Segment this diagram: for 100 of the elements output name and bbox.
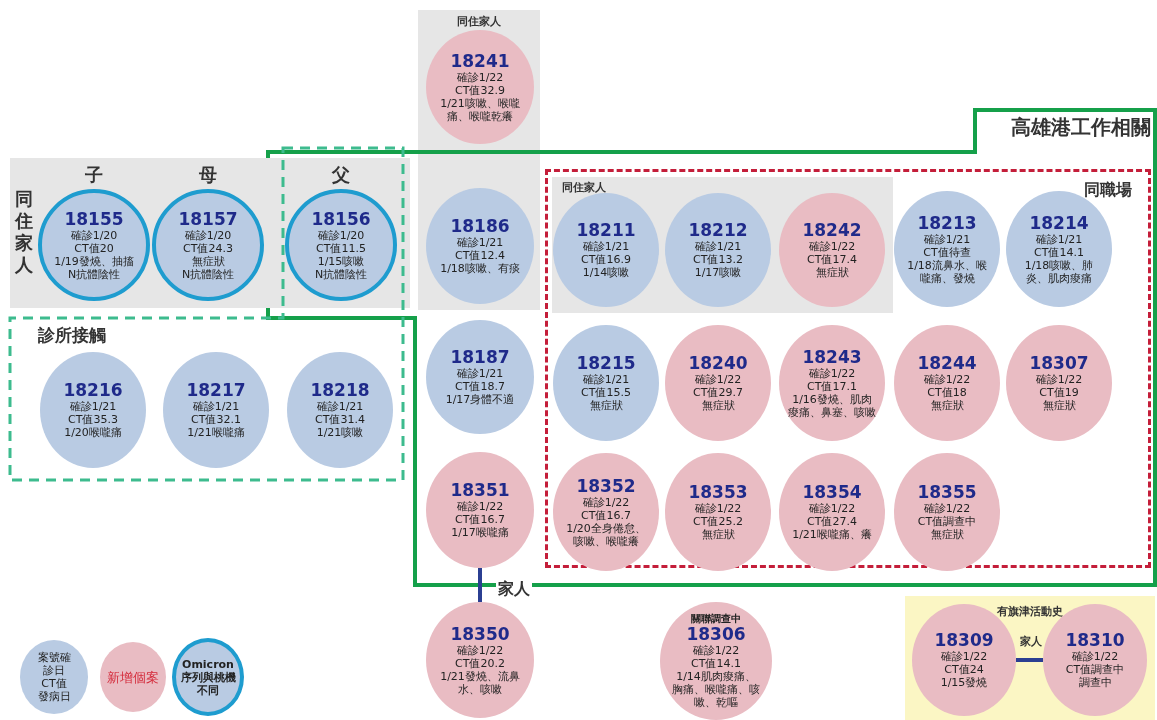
- case-detail: 1/18咳嗽、有痰: [440, 262, 520, 275]
- case-number: 18306: [686, 625, 746, 644]
- case-detail: 1/18流鼻水、喉嚨痛、發燒: [906, 258, 988, 285]
- case-number: 18309: [934, 631, 994, 650]
- group-title: 同住家人: [456, 14, 502, 29]
- case-detail: CT值24: [944, 663, 984, 676]
- case-detail: CT值27.4: [807, 515, 857, 528]
- case-number: 18186: [450, 217, 510, 236]
- case-detail: CT值31.4: [315, 413, 365, 426]
- case-number: 18243: [802, 347, 862, 367]
- legend-text: Omicron 序列與桃機不同: [179, 657, 237, 697]
- case-detail: 確診1/21: [69, 400, 117, 413]
- case-detail: 1/20全身倦怠、咳嗽、喉嚨癢: [565, 521, 647, 548]
- case-detail: 確診1/22: [582, 495, 630, 509]
- case-number: 18216: [63, 381, 123, 400]
- case-detail: 確診1/22: [456, 500, 504, 513]
- case-detail: 無症狀: [1042, 399, 1076, 412]
- case-detail: 確診1/21: [694, 240, 742, 253]
- case-detail: 確診1/22: [694, 502, 742, 515]
- group-title: 有旗津活動史: [996, 604, 1064, 619]
- case-detail: 1/21發燒、流鼻水、咳嗽: [439, 669, 521, 696]
- case-detail: 確診1/20: [317, 228, 365, 242]
- case-detail: 1/15咳嗽: [317, 254, 365, 268]
- case-detail: CT值18.7: [455, 380, 505, 393]
- case-number: 18155: [64, 209, 124, 229]
- case-detail: 確診1/22: [456, 70, 504, 84]
- case-detail: 確診1/22: [456, 643, 504, 657]
- case-detail: CT值調查中: [1065, 663, 1125, 676]
- case-detail: 確診1/22: [923, 373, 971, 386]
- case-detail: CT值25.2: [693, 515, 743, 528]
- case-number: 18212: [688, 221, 748, 240]
- case-detail: CT值20: [74, 241, 114, 255]
- case-detail: 確診1/21: [1035, 232, 1083, 246]
- case-detail: 1/21咳嗽、喉嚨痛、喉嚨乾癢: [439, 96, 521, 123]
- case-number: 18242: [802, 221, 862, 240]
- case-detail: N抗體陰性: [181, 267, 235, 281]
- connector-line: [1016, 658, 1043, 662]
- case-number: 18350: [450, 624, 510, 644]
- case-detail: 確診1/22: [1071, 650, 1119, 663]
- case-detail: CT值14.1: [1034, 245, 1084, 259]
- case-detail: 無症狀: [930, 399, 964, 412]
- case-number: 18352: [576, 476, 636, 496]
- case-detail: CT值16.7: [581, 508, 631, 522]
- connector-line: [478, 568, 482, 602]
- case-number: 18156: [311, 209, 371, 229]
- case-detail: 確診1/20: [70, 228, 118, 242]
- case-detail: N抗體陰性: [314, 267, 368, 281]
- case-detail: 確診1/22: [808, 240, 856, 253]
- case-number: 18353: [688, 483, 748, 502]
- case-detail: 確診1/22: [808, 502, 856, 515]
- case-number: 18211: [576, 221, 636, 240]
- case-detail: 確診1/21: [456, 367, 504, 380]
- case-detail: 確診1/22: [923, 502, 971, 515]
- case-detail: 1/21咳嗽: [316, 426, 364, 439]
- case-detail: 確診1/22: [1035, 373, 1083, 386]
- case-number: 18355: [917, 483, 977, 502]
- role-label: 父: [331, 163, 351, 187]
- case-number: 18215: [576, 354, 636, 373]
- case-detail: 確診1/21: [582, 373, 630, 386]
- case-detail: 1/18咳嗽、肺炎、肌肉痠痛: [1023, 258, 1095, 285]
- case-detail: CT值15.5: [581, 386, 631, 399]
- case-detail: 無症狀: [930, 528, 964, 541]
- case-detail: CT值20.2: [455, 656, 505, 670]
- case-detail: CT值12.4: [455, 249, 505, 262]
- edge-label: 家人: [1017, 634, 1044, 649]
- case-detail: 確診1/22: [808, 366, 856, 380]
- case-detail: CT值16.9: [581, 253, 631, 266]
- group-title: 同住家人: [14, 188, 34, 276]
- case-detail: CT值18: [927, 386, 967, 399]
- group-band: [552, 177, 893, 313]
- case-detail: 1/20喉嚨痛: [64, 426, 122, 439]
- group-frame: [545, 169, 1151, 568]
- case-number: 18187: [450, 348, 510, 367]
- case-number: 18217: [186, 381, 246, 400]
- case-detail: CT值32.9: [455, 83, 505, 97]
- case-detail: CT值13.2: [693, 253, 743, 266]
- case-detail: 確診1/21: [923, 232, 971, 246]
- edge-label: 家人: [496, 579, 532, 600]
- group-title: 同職場: [1084, 180, 1133, 201]
- case-number: 18218: [310, 381, 370, 400]
- role-label: 母: [198, 163, 218, 187]
- case-detail: CT值11.5: [316, 241, 366, 255]
- case-detail: CT值35.3: [68, 413, 118, 426]
- legend-text: 案號確診日CT值發病日: [37, 651, 71, 703]
- case-heading: 關聯調查中: [691, 613, 741, 625]
- case-detail: CT值調查中: [917, 515, 977, 528]
- case-detail: 1/21喉嚨痛、癢: [792, 528, 872, 541]
- case-detail: CT值17.4: [807, 253, 857, 266]
- case-detail: 確診1/22: [694, 373, 742, 386]
- group-band: [905, 596, 1155, 720]
- case-detail: 調查中: [1078, 676, 1112, 689]
- case-detail: CT值29.7: [693, 386, 743, 399]
- case-detail: 確診1/22: [692, 644, 740, 657]
- case-detail: 確診1/21: [192, 400, 240, 413]
- case-number: 18354: [802, 483, 862, 502]
- case-detail: 1/14咳嗽: [582, 266, 630, 279]
- case-number: 18240: [688, 354, 748, 373]
- case-detail: 無症狀: [815, 266, 849, 279]
- case-detail: CT值14.1: [691, 657, 741, 670]
- case-detail: CT值待查: [923, 245, 971, 259]
